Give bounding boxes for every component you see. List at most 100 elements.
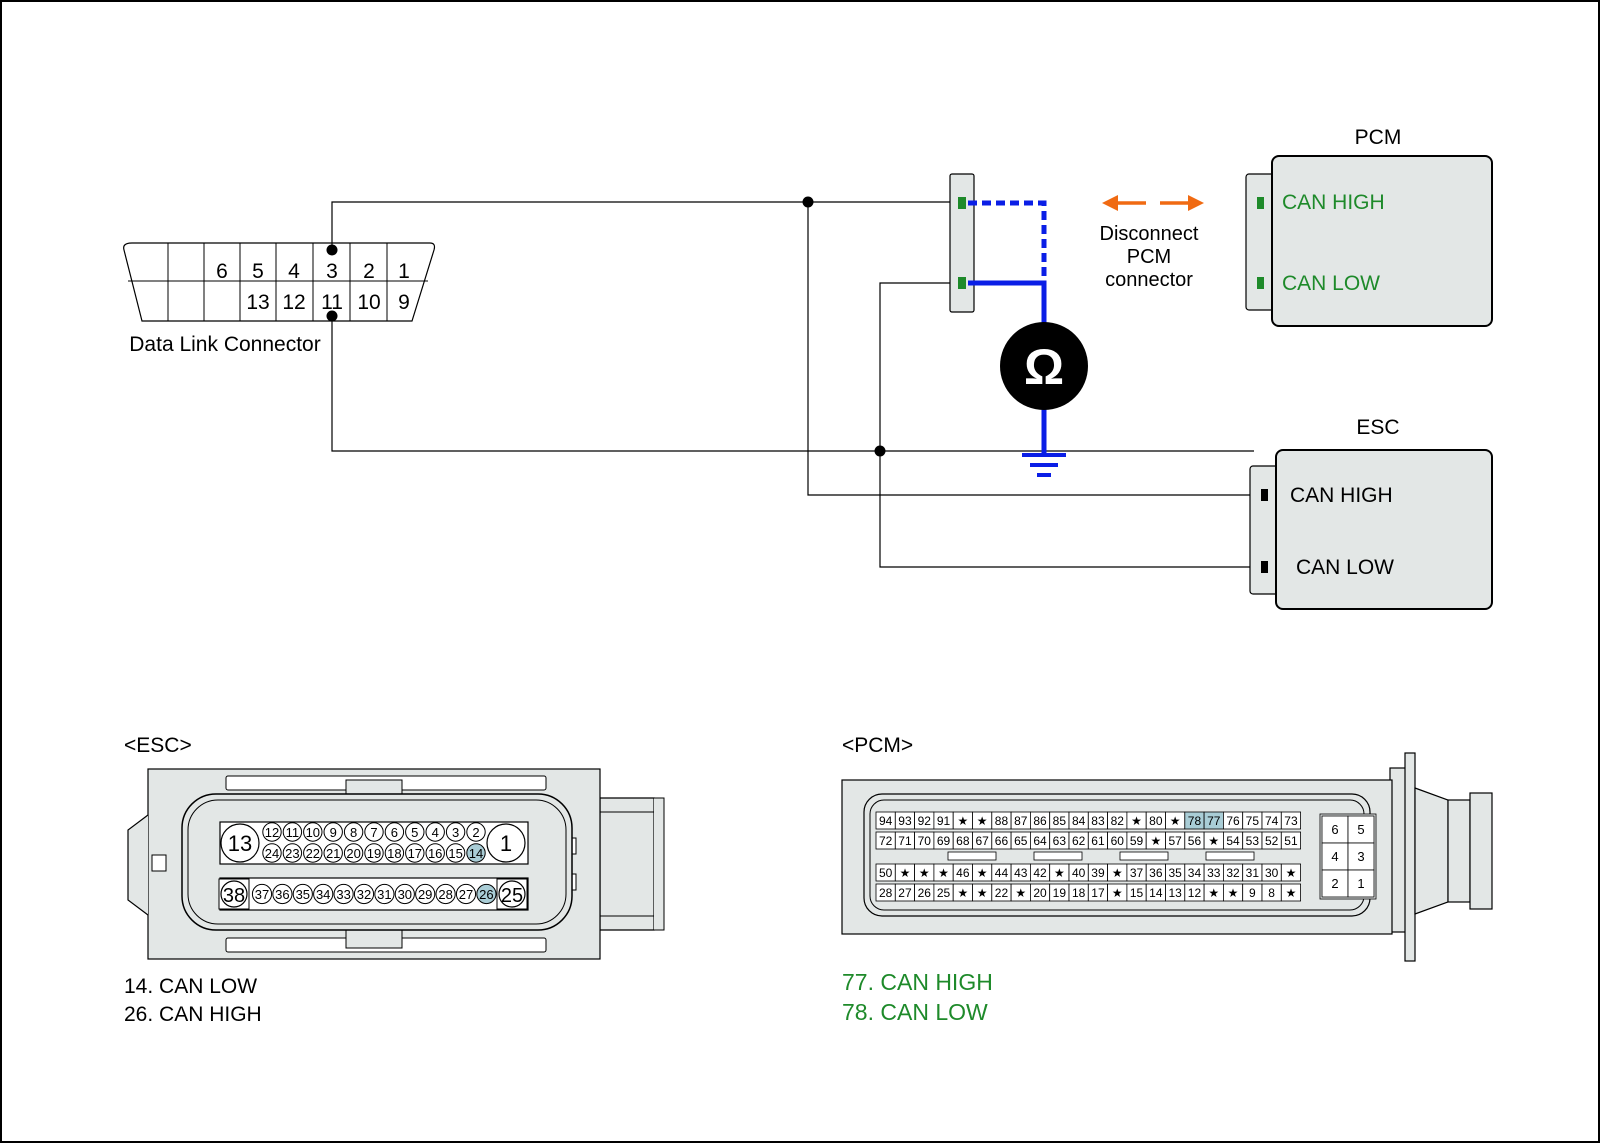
harness-pin-can-high	[958, 197, 966, 209]
pcm-pin-75: 75	[1246, 814, 1260, 828]
ground-icon	[1022, 453, 1066, 477]
dlc-pin-3: 3	[326, 260, 338, 283]
esc-pin	[251, 883, 273, 905]
esc-pin	[425, 822, 445, 842]
pcm-pin-32: 32	[1226, 866, 1240, 880]
esc-pin	[435, 883, 456, 905]
pcm-key-slot	[1119, 851, 1169, 861]
instruction-line3: connector	[1105, 269, 1193, 291]
pcm-pin-92: 92	[918, 814, 932, 828]
pcm-side-pin-cell	[1347, 815, 1375, 844]
dlc-dividers	[167, 243, 388, 321]
pcm-pin-★: ★	[1015, 886, 1026, 900]
pcm-pin-★: ★	[919, 866, 930, 880]
pcm-pin-★: ★	[957, 814, 968, 828]
pcm-pin-53: 53	[1246, 834, 1260, 848]
pcm-pin-★: ★	[938, 866, 949, 880]
esc-pin-7: 7	[370, 825, 377, 840]
dlc-label: Data Link Connector	[129, 333, 320, 356]
pcm-pin-22: 22	[995, 886, 1009, 900]
pcm-pin-91: 91	[937, 814, 951, 828]
pcm-pin-★: ★	[1208, 834, 1219, 848]
pcm-pin-can-low	[1257, 277, 1264, 289]
pcm-pin-33: 33	[1207, 866, 1221, 880]
esc-pin-3: 3	[452, 825, 459, 840]
pcm-can-low-label: CAN LOW	[1282, 272, 1380, 295]
pcm-module: PCM CAN HIGH CAN LOW	[1245, 126, 1493, 327]
pcm-pin-83: 83	[1091, 814, 1105, 828]
esc-pin-28: 28	[438, 887, 452, 902]
junction-dot	[874, 445, 886, 457]
esc-pin	[415, 883, 436, 905]
pcm-pin-62: 62	[1072, 834, 1086, 848]
pcm-pin-59: 59	[1130, 834, 1144, 848]
pcm-pin-27: 27	[898, 886, 912, 900]
esc-can-low-label: CAN LOW	[1296, 556, 1394, 579]
pcm-pin-★: ★	[900, 866, 911, 880]
pcm-pin-36: 36	[1149, 866, 1163, 880]
pcm-pin-35: 35	[1168, 866, 1182, 880]
esc-pin-18: 18	[387, 846, 401, 861]
dlc-pin-4: 4	[288, 260, 300, 283]
esc-pin-17: 17	[408, 846, 422, 861]
pcm-pin-69: 69	[937, 834, 951, 848]
esc-pin-1: 1	[500, 831, 512, 856]
pcm-pin-cell	[1280, 831, 1302, 850]
pcm-pin-40: 40	[1072, 866, 1086, 880]
pcm-pin-50: 50	[879, 866, 893, 880]
pcm-pin-78: 78	[1188, 814, 1202, 828]
esc-pin-15: 15	[448, 846, 462, 861]
dlc-pin-12: 12	[282, 291, 305, 314]
esc-pin-4: 4	[432, 825, 439, 840]
esc-pin-20: 20	[346, 846, 360, 861]
dlc-pin-5: 5	[252, 260, 264, 283]
wire-can-low-pcm-esc	[879, 282, 1258, 568]
esc-pin-24: 24	[265, 846, 279, 861]
esc-pin	[364, 843, 384, 863]
esc-pin-9: 9	[330, 825, 337, 840]
wire-can-high-dlc-pcm	[331, 201, 956, 250]
esc-pin	[476, 883, 497, 905]
ohmmeter-icon	[1000, 322, 1088, 410]
instruction-line1: Disconnect	[1100, 223, 1199, 245]
pcm-pin-cell	[1280, 811, 1302, 830]
pcm-side-pin-cell	[1347, 842, 1375, 871]
esc-pin	[445, 822, 466, 842]
pcm-pin-80: 80	[1149, 814, 1163, 828]
pcm-pin-65: 65	[1014, 834, 1028, 848]
esc-pin-2: 2	[472, 825, 479, 840]
pcm-pin-93: 93	[898, 814, 912, 828]
esc-module: ESC CAN HIGH CAN LOW	[1249, 416, 1493, 610]
pcm-pin-cell	[1280, 883, 1302, 902]
pcm-pin-★: ★	[1054, 866, 1065, 880]
esc-pin	[466, 843, 486, 863]
pcm-pin-44: 44	[995, 866, 1009, 880]
dlc-pin-11: 11	[321, 291, 343, 314]
pcm-pin-28: 28	[879, 886, 893, 900]
esc-pin-14: 14	[469, 846, 483, 861]
pcm-pin-★: ★	[1112, 866, 1123, 880]
pcm-pin-88: 88	[995, 814, 1009, 828]
pcm-legend-2: 78. CAN LOW	[842, 999, 988, 1025]
wire-can-high-esc	[807, 202, 1258, 496]
pcm-pin-57: 57	[1168, 834, 1182, 848]
esc-pin	[455, 883, 477, 905]
esc-big-pin	[220, 880, 248, 908]
esc-pin	[384, 843, 405, 863]
dlc-outline	[123, 242, 436, 322]
meter-leads	[968, 200, 1047, 455]
pcm-pin-1: 1	[1357, 876, 1364, 891]
dlc-pin-9: 9	[398, 291, 410, 314]
pcm-pin-43: 43	[1014, 866, 1028, 880]
pcm-pin-71: 71	[898, 834, 912, 848]
pcm-legend-1: 77. CAN HIGH	[842, 969, 993, 995]
esc-pin-21: 21	[326, 846, 340, 861]
esc-pin	[405, 843, 425, 863]
esc-pin-25: 25	[501, 885, 523, 907]
junction-dot	[326, 310, 338, 322]
pcm-pin-84: 84	[1072, 814, 1086, 828]
pcm-pin-72: 72	[879, 834, 893, 848]
